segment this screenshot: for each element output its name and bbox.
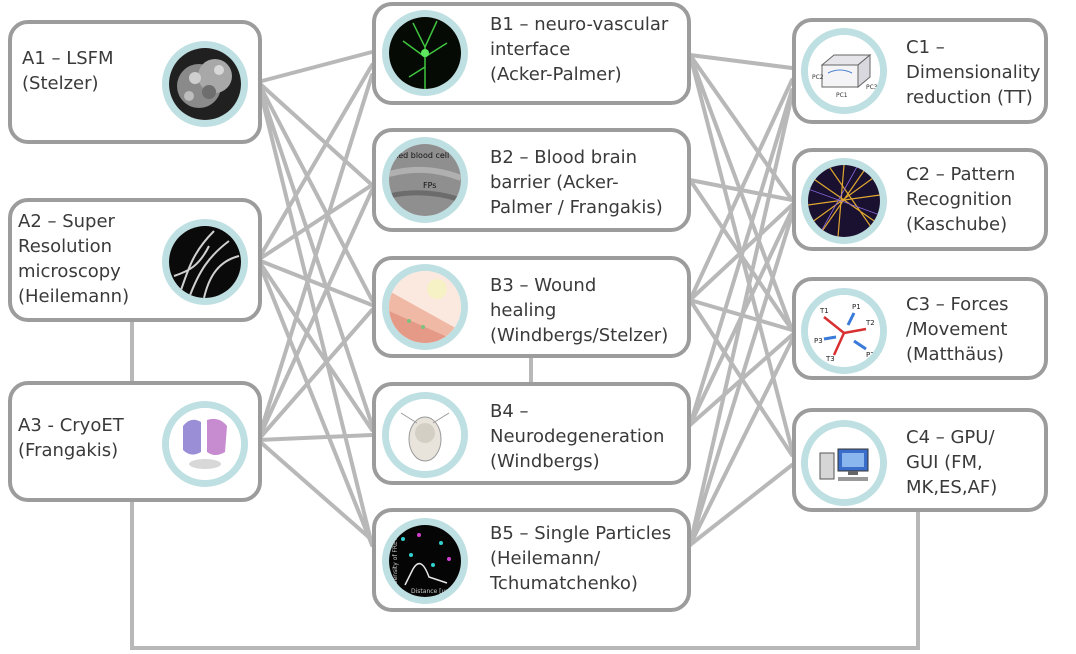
node-c1-label: C1 – Dimensionality reduction (TT) (906, 37, 1041, 108)
node-a3[interactable]: A3 - CryoET (Frangakis) (8, 381, 262, 502)
icon-text-p3: P3 (814, 337, 823, 345)
node-a3-label: A3 - CryoET (Frangakis) (18, 415, 124, 461)
node-c3[interactable]: C3 – Forces /Movement (Matthäus) P1 P2 P… (792, 277, 1048, 380)
icon-text-pc3: PC3 (866, 84, 878, 91)
node-b3[interactable]: B3 – Wound healing (Windbergs/Stelzer) (372, 256, 691, 358)
icon-text-t2: T2 (865, 319, 875, 327)
node-c2-label: C2 – Pattern Recognition (Kaschube) (906, 164, 1016, 235)
node-c1[interactable]: C1 – Dimensionality reduction (TT) PC1 P… (792, 18, 1048, 124)
node-a2-label: A2 – Super Resolution microscopy (Heilem… (18, 211, 130, 307)
node-a1-label: A1 – LSFM (Stelzer) (22, 48, 114, 94)
icon-text-fps: FPs (423, 181, 436, 190)
icon-text-pc1: PC1 (836, 92, 848, 99)
node-b4[interactable]: B4 – Neurodegeneration (Windbergs) (372, 382, 691, 485)
node-b1[interactable]: B1 – neuro-vascular interface (Acker-Pal… (372, 2, 691, 105)
icon-text-p2: P2 (866, 351, 875, 359)
particle-plot-icon: Distance [µm] Density of FRET (382, 518, 468, 604)
icon-text-distance: Distance [µm] (411, 588, 454, 595)
node-b5[interactable]: B5 – Single Particles (Heilemann/ Tchuma… (372, 508, 691, 612)
node-a2[interactable]: A2 – Super Resolution microscopy (Heilem… (8, 198, 262, 322)
icon-text-red-blood-cell: Red blood cell (393, 151, 449, 160)
force-vectors-icon: P1 P2 P3 T1 T2 T3 (801, 288, 887, 374)
mouse-brain-icon (382, 392, 468, 478)
node-c4[interactable]: C4 – GPU/ GUI (FM, MK,ES,AF) (792, 408, 1048, 512)
network-pattern-icon (801, 158, 887, 244)
icon-text-pc2: PC2 (812, 74, 824, 81)
computer-workstation-icon (801, 420, 887, 506)
blood-cell-micrograph-icon: Red blood cell FPs (382, 137, 468, 223)
node-b4-label: B4 – Neurodegeneration (Windbergs) (490, 401, 665, 472)
node-c2[interactable]: C2 – Pattern Recognition (Kaschube) (792, 148, 1048, 251)
protein-structure-icon (162, 401, 248, 487)
neuron-icon (382, 10, 468, 96)
icon-text-t3: T3 (825, 355, 835, 363)
node-b1-label: B1 – neuro-vascular interface (Acker-Pal… (490, 14, 669, 85)
sphere-cells-icon (162, 41, 248, 127)
skin-tissue-icon (382, 264, 468, 350)
icon-text-p1: P1 (852, 303, 861, 311)
icon-text-density: Density of FRET (392, 537, 399, 585)
node-b5-label: B5 – Single Particles (Heilemann/ Tchuma… (490, 523, 672, 594)
node-b2[interactable]: B2 – Blood brain barrier (Acker- Palmer … (372, 128, 691, 232)
node-a1[interactable]: A1 – LSFM (Stelzer) (8, 20, 262, 144)
tensor-box-icon: PC1 PC2 PC3 (801, 28, 887, 114)
node-c3-label: C3 – Forces /Movement (Matthäus) (906, 294, 1009, 365)
node-b2-label: B2 – Blood brain barrier (Acker- Palmer … (490, 147, 663, 218)
node-b3-label: B3 – Wound healing (Windbergs/Stelzer) (490, 275, 669, 346)
filaments-icon (162, 219, 248, 305)
icon-text-t1: T1 (819, 307, 829, 315)
node-c4-label: C4 – GPU/ GUI (FM, MK,ES,AF) (906, 427, 998, 498)
